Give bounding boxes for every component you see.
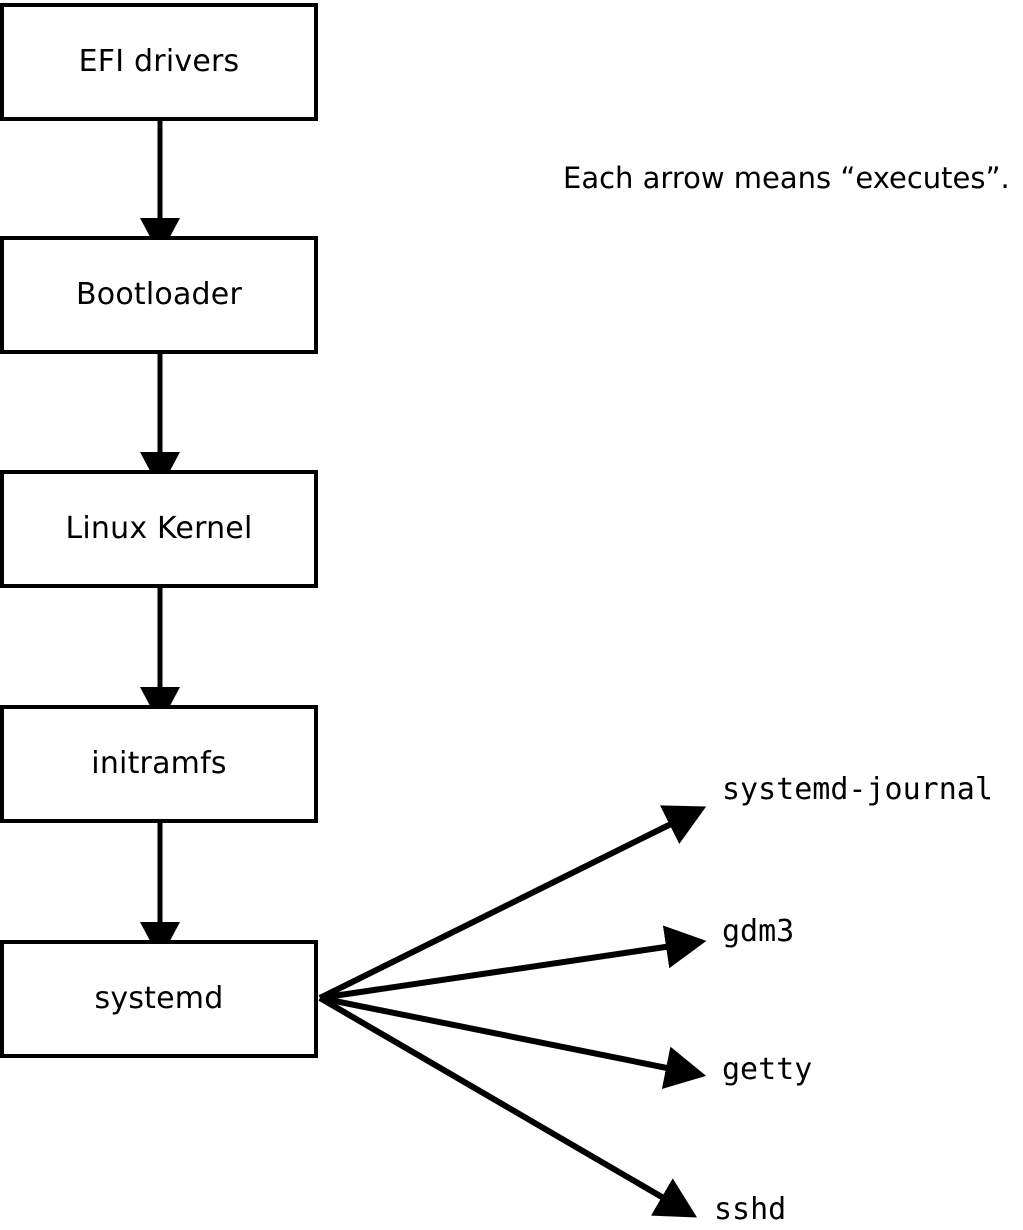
- fanout-arrow-group: [318, 805, 707, 1218]
- arrow-systemd-to-systemd-journal: [318, 805, 707, 1001]
- leaf-label-sshd[interactable]: sshd: [714, 1192, 787, 1227]
- arrow-systemd-to-gdm3: [319, 925, 707, 1001]
- node-initramfs[interactable]: initramfs: [0, 705, 318, 823]
- node-label-efi-drivers: EFI drivers: [78, 44, 240, 79]
- leaf-label-gdm3[interactable]: gdm3: [722, 914, 795, 949]
- node-linux-kernel[interactable]: Linux Kernel: [0, 470, 318, 588]
- legend-note: Each arrow means “executes”.: [563, 161, 1010, 195]
- node-efi-drivers[interactable]: EFI drivers: [0, 3, 318, 121]
- node-label-linux-kernel: Linux Kernel: [65, 511, 253, 546]
- leaf-label-getty[interactable]: getty: [722, 1052, 813, 1087]
- node-bootloader[interactable]: Bootloader: [0, 236, 318, 354]
- arrow-systemd-to-sshd: [318, 995, 698, 1218]
- arrow-systemd-to-getty: [319, 995, 707, 1089]
- node-label-initramfs: initramfs: [91, 746, 227, 781]
- node-label-bootloader: Bootloader: [76, 277, 242, 312]
- node-systemd[interactable]: systemd: [0, 940, 318, 1058]
- leaf-label-systemd-journal[interactable]: systemd-journal: [722, 772, 993, 807]
- node-label-systemd: systemd: [94, 981, 224, 1016]
